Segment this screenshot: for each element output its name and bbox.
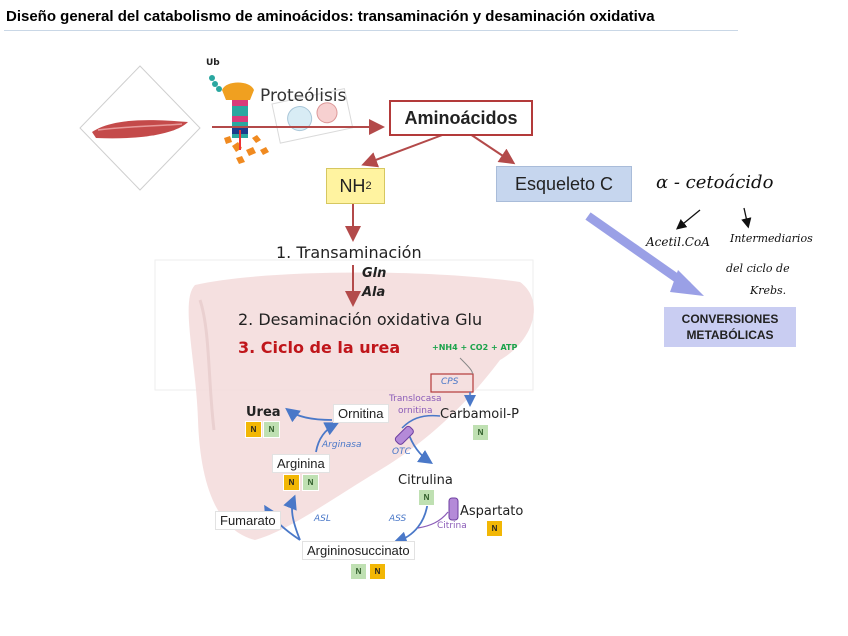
aspartato-n-badge: N [486,520,503,537]
krebs-note: Krebs. [750,284,787,297]
nh2-label: NH [339,175,366,196]
acetil-coa-note: Acetil.CoA [646,235,710,249]
alpha-cetoacido-note: α - cetoácido [656,172,774,193]
conversion-arrow [585,212,691,290]
arginasa-label: Arginasa [322,440,362,450]
ub-label: Ub [206,58,220,68]
argininosuccinato-n-badge-2: N [369,563,386,580]
esqueleto-c-box: Esqueleto C [496,166,632,202]
otc-label: OTC [392,447,411,457]
citrina-label: Citrina [437,521,467,531]
muscle-illustration [79,65,201,191]
asl-label: ASL [314,514,331,524]
urea-n-badge-2: N [263,421,280,438]
arginina-n-badge-1: N [283,474,300,491]
nh2-subscript: 2 [365,180,372,192]
conversiones-box: CONVERSIONES METABÓLICAS [664,307,796,347]
cps-label: CPS [441,377,459,387]
conversiones-line2: METABÓLICAS [686,328,774,342]
arginina-n-badge-2: N [302,474,319,491]
arginina-box: Arginina [272,454,330,473]
citrulina-n-badge: N [418,489,435,506]
translocasa-ornitina-label: ornitina [398,406,433,416]
intermediarios-note: Intermediarios [730,232,813,245]
carbamoil-n-badge: N [472,424,489,441]
aminoacidos-box: Aminoácidos [389,100,533,136]
carbamoil-p-label: Carbamoil-P [440,407,519,422]
step-desaminacion: 2. Desaminación oxidativa Glu [238,310,483,329]
liver-shape [154,259,534,540]
fumarato-box: Fumarato [215,511,281,530]
ornitina-box: Ornitina [333,404,389,423]
argininosuccinato-n-badge-1: N [350,563,367,580]
conversiones-line1: CONVERSIONES [681,312,779,326]
ala-label: Ala [362,285,386,300]
ciclo-de-note: del ciclo de [726,262,790,275]
urea-label: Urea [246,405,281,420]
proteasome-illustration [209,75,354,164]
aspartato-label: Aspartato [460,504,524,519]
title-divider [4,30,738,31]
urea-n-badge-1: N [245,421,262,438]
translocasa-label: Translocasa [389,394,442,404]
step-transaminacion: 1. Transaminación [276,243,422,262]
argininosuccinato-box: Argininosuccinato [302,541,415,560]
ass-label: ASS [389,514,407,524]
step-ciclo-urea: 3. Ciclo de la urea [238,338,401,357]
citrulina-label: Citrulina [398,473,453,488]
proteolisis-label: Proteólisis [260,86,347,106]
page-title: Diseño general del catabolismo de aminoá… [6,8,655,25]
cycle-inputs: +NH4 + CO2 + ATP [432,343,518,352]
gln-label: Gln [362,266,387,281]
